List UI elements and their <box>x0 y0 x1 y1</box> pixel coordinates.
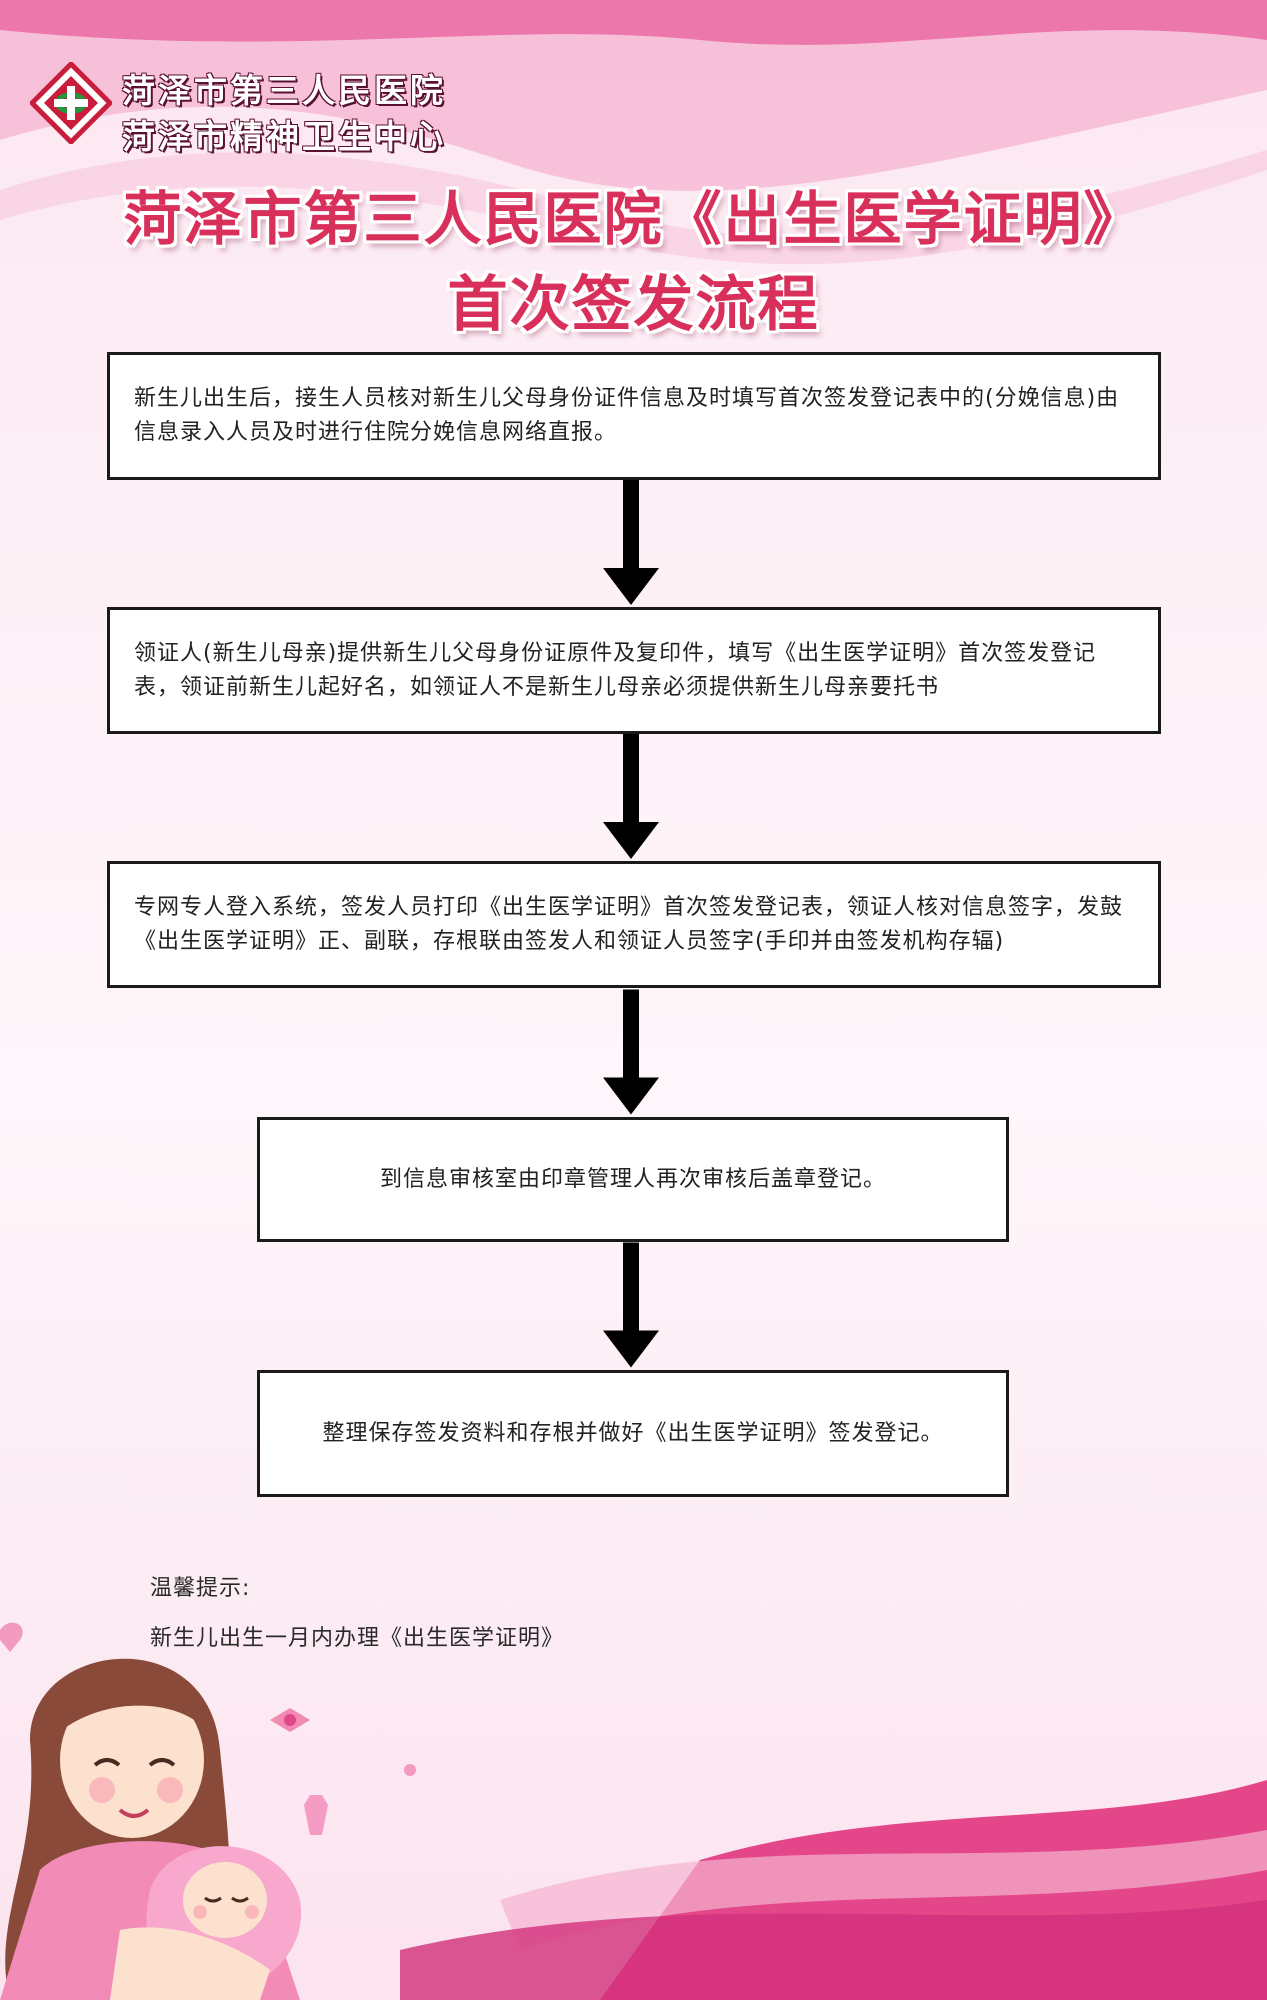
hospital-logo <box>30 62 112 144</box>
flow-step-4: 到信息审核室由印章管理人再次审核后盖章登记。 <box>257 1117 1009 1242</box>
flow-step-1-text: 新生儿出生后，接生人员核对新生儿父母身份证件信息及时填写首次签发登记表中的(分娩… <box>134 386 1120 445</box>
org-name-secondary: 菏泽市精神卫生中心 <box>122 117 446 156</box>
flow-arrow-3 <box>603 989 659 1115</box>
flow-step-3: 专网专人登入系统，签发人员打印《出生医学证明》首次签发登记表，领证人核对信息签字… <box>107 861 1161 988</box>
flow-step-1: 新生儿出生后，接生人员核对新生儿父母身份证件信息及时填写首次签发登记表中的(分娩… <box>107 352 1161 480</box>
flow-arrow-4 <box>603 1242 659 1368</box>
flow-step-5: 整理保存签发资料和存根并做好《出生医学证明》签发登记。 <box>257 1370 1009 1497</box>
flow-step-3-text: 专网专人登入系统，签发人员打印《出生医学证明》首次签发登记表，领证人核对信息签字… <box>134 894 1124 954</box>
flow-step-2: 领证人(新生儿母亲)提供新生儿父母身份证原件及复印件，填写《出生医学证明》首次签… <box>107 607 1161 734</box>
flow-step-2-text: 领证人(新生儿母亲)提供新生儿父母身份证原件及复印件，填写《出生医学证明》首次签… <box>134 640 1097 700</box>
page-subtitle: 首次签发流程 <box>447 270 820 340</box>
flow-arrow-2 <box>603 734 659 859</box>
org-name-primary: 菏泽市第三人民医院 <box>122 71 446 110</box>
flow-step-4-text: 到信息审核室由印章管理人再次审核后盖章登记。 <box>379 1166 886 1192</box>
flow-step-5-text: 整理保存签发资料和存根并做好《出生医学证明》签发登记。 <box>322 1420 944 1446</box>
tips-heading: 温馨提示: <box>150 1576 251 1601</box>
flow-arrow-1 <box>603 480 659 605</box>
tips-content: 新生儿出生一月内办理《出生医学证明》 <box>150 1626 565 1651</box>
mother-baby-illustration <box>0 1622 416 2000</box>
page-title: 菏泽市第三人民医院《出生医学证明》 <box>123 185 1144 253</box>
